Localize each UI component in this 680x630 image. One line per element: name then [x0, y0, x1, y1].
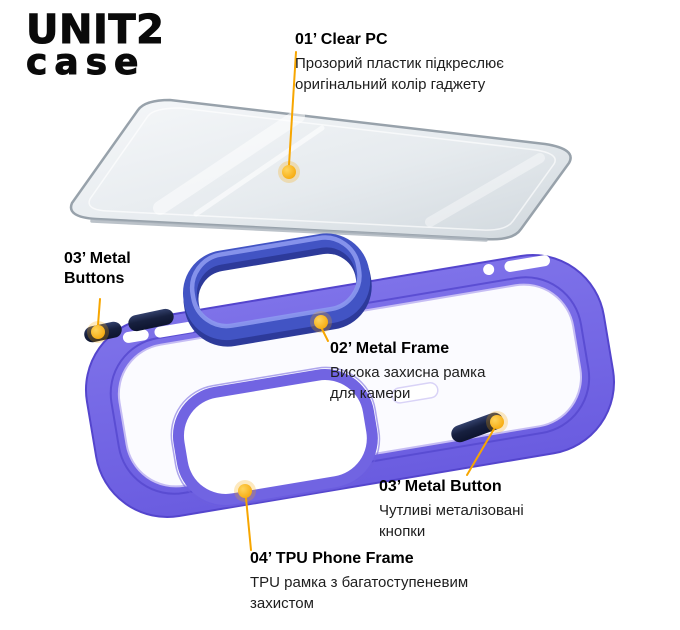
- metal-button-right: [451, 412, 504, 443]
- marker-dots: [87, 161, 508, 502]
- marker-dot-metal-frame: [314, 315, 328, 329]
- marker-dot-tpu-frame: [238, 484, 252, 498]
- brand-logo: UNIT2 case: [25, 7, 165, 83]
- mute-switch-cutout: [483, 264, 495, 276]
- callout-metal-frame-title: 02’ Metal Frame: [330, 340, 450, 357]
- marker-dot-clear-pc: [282, 165, 296, 179]
- marker-dot-metal-button: [490, 415, 504, 429]
- brand-name-line2: case: [25, 42, 146, 83]
- volume-slot-cutout-2: [154, 321, 197, 338]
- connector-line-clear-pc: [288, 51, 297, 166]
- connector-line-metal-buttons: [97, 298, 101, 326]
- flash-pill-cutout: [391, 382, 439, 404]
- connector-line-tpu-frame: [245, 497, 252, 551]
- callout-tpu-frame-desc: TPU рамка з багатоступеневим захистом: [250, 574, 469, 612]
- callout-metal-frame-desc: Висока захисна рамка для камери: [330, 364, 486, 402]
- top-pill-cutout: [504, 255, 550, 272]
- connector-line-metal-frame: [321, 328, 329, 342]
- brand-name-line1: UNIT2: [25, 7, 165, 53]
- callout-tpu-frame-title: 04’ TPU Phone Frame: [250, 550, 414, 567]
- callout-metal-frame: 02’ Metal Frame Висока захисна рамка для…: [330, 339, 570, 404]
- callout-connectors: [97, 51, 495, 551]
- callout-metal-button-desc: Чутливі металізовані кнопки: [379, 502, 524, 540]
- callout-metal-button-title: 03’ Metal Button: [379, 478, 502, 495]
- callout-clear-pc-desc: Прозорий пластик підкреслює оригінальний…: [295, 55, 504, 93]
- callout-metal-buttons: 03’ Metal Buttons: [64, 249, 174, 290]
- callout-metal-buttons-title: 03’ Metal Buttons: [64, 250, 131, 288]
- callout-metal-button: 03’ Metal Button Чутливі металізовані кн…: [379, 477, 599, 542]
- plate-reflection: [153, 109, 305, 215]
- metal-button-large: [128, 308, 174, 332]
- marker-dot-metal-buttons: [91, 325, 105, 339]
- callout-tpu-frame: 04’ TPU Phone Frame TPU рамка з багатост…: [250, 549, 540, 614]
- callout-clear-pc-title: 01’ Clear PC: [295, 31, 388, 48]
- connector-line-metal-button: [466, 428, 495, 476]
- clear-pc-plate: [69, 98, 572, 242]
- camera-metal-frame: [182, 233, 372, 347]
- callout-clear-pc: 01’ Clear PC Прозорий пластик підкреслює…: [295, 30, 565, 95]
- camera-bump-outline: [170, 366, 381, 508]
- volume-slot-cutout-1: [122, 329, 149, 343]
- camera-bump-ring: [172, 369, 378, 505]
